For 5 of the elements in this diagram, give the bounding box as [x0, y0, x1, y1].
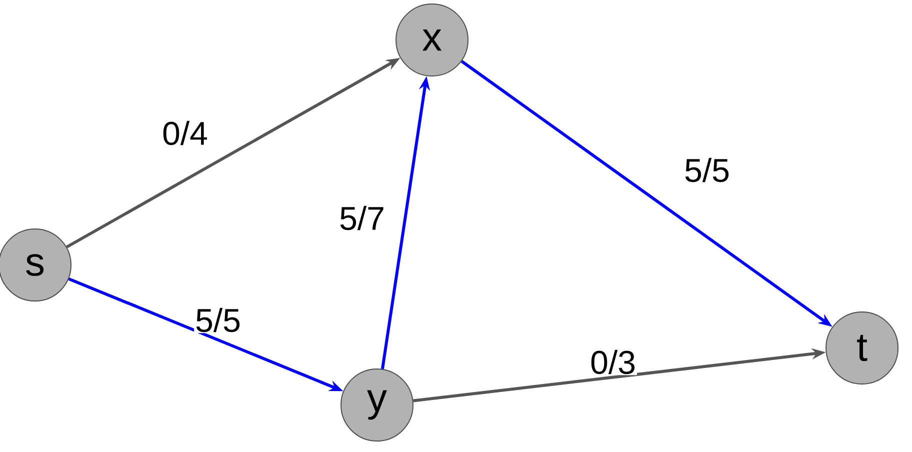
edge-label: 0/3: [589, 348, 637, 376]
edge-label: 5/5: [683, 156, 731, 184]
edge-label: 5/5: [194, 306, 242, 334]
edge-label: 5/7: [338, 204, 386, 232]
edge-label: 0/4: [161, 120, 209, 146]
